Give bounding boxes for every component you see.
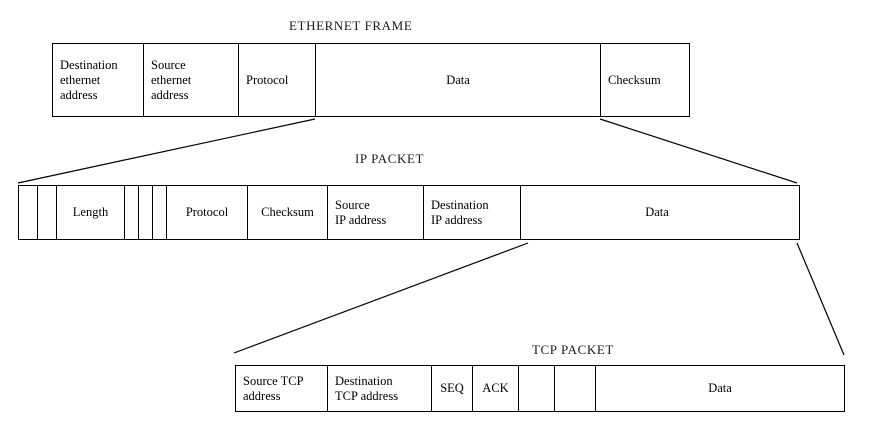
ip-field-source-ip-address: Source IP address — [328, 186, 424, 239]
ip-data-left-to-tcp-left — [233, 242, 529, 354]
ip-field-destination-ip-address: Destination IP address — [424, 186, 521, 239]
ip-field-checksum: Checksum — [248, 186, 328, 239]
ethernet-field-destination-ethernet-address: Destination ethernet address — [53, 44, 144, 116]
tcp-field-label: Destination TCP address — [335, 373, 399, 403]
ethernet-field-label: Source ethernet address — [151, 57, 192, 102]
ethernet-data-left-to-ip-left — [17, 118, 316, 184]
ip-data-right-to-tcp-right — [796, 242, 845, 356]
ip-field-data: Data — [521, 186, 793, 239]
ip-field-label: Length — [72, 205, 109, 219]
tcp-packet-title: TCP PACKET — [532, 342, 614, 357]
ethernet-field-source-ethernet-address: Source ethernet address — [144, 44, 239, 116]
ip-field-label: Protocol — [185, 205, 229, 219]
ip-field-label: Data — [645, 205, 669, 219]
tcp-field-source-tcp-address: Source TCP address — [236, 366, 328, 411]
ip-field-empty-4 — [139, 186, 153, 239]
ethernet-field-label: Protocol — [246, 72, 289, 87]
ip-packet-row: Length Protocol Checksum Source IP address D… — [18, 185, 800, 240]
ethernet-field-protocol: Protocol — [239, 44, 316, 116]
ip-field-empty-0 — [19, 186, 38, 239]
ip-field-length: Length — [57, 186, 125, 239]
tcp-field-label: ACK — [482, 381, 509, 395]
ethernet-field-label: Data — [446, 72, 470, 87]
ethernet-data-right-to-ip-right — [599, 118, 798, 184]
tcp-field-data: Data — [596, 366, 844, 411]
ethernet-frame-title: ETHERNET FRAME — [289, 18, 413, 33]
tcp-field-empty-5 — [555, 366, 596, 411]
ethernet-field-label: Destination ethernet address — [60, 57, 118, 102]
ip-field-empty-3 — [125, 186, 139, 239]
ip-field-empty-1 — [38, 186, 57, 239]
tcp-field-label: Data — [708, 381, 732, 395]
ethernet-frame-row: Destination ethernet address Source ether… — [52, 43, 690, 117]
tcp-packet-row: Source TCP address Destination TCP addres… — [235, 365, 845, 412]
ip-field-label: Source IP address — [335, 197, 387, 227]
ip-packet-title: IP PACKET — [355, 151, 425, 166]
ip-field-protocol: Protocol — [167, 186, 248, 239]
tcp-field-destination-tcp-address: Destination TCP address — [328, 366, 432, 411]
ethernet-field-label: Checksum — [608, 72, 661, 87]
tcp-field-ack: ACK — [473, 366, 519, 411]
tcp-field-label: Source TCP address — [243, 373, 304, 403]
ip-field-empty-5 — [153, 186, 167, 239]
tcp-field-label: SEQ — [440, 381, 464, 395]
ethernet-field-data: Data — [316, 44, 601, 116]
tcp-field-empty-4 — [519, 366, 555, 411]
tcp-field-seq: SEQ — [432, 366, 473, 411]
ip-field-label: Checksum — [261, 205, 314, 219]
ip-field-label: Destination IP address — [431, 197, 489, 227]
ethernet-field-checksum: Checksum — [601, 44, 691, 116]
